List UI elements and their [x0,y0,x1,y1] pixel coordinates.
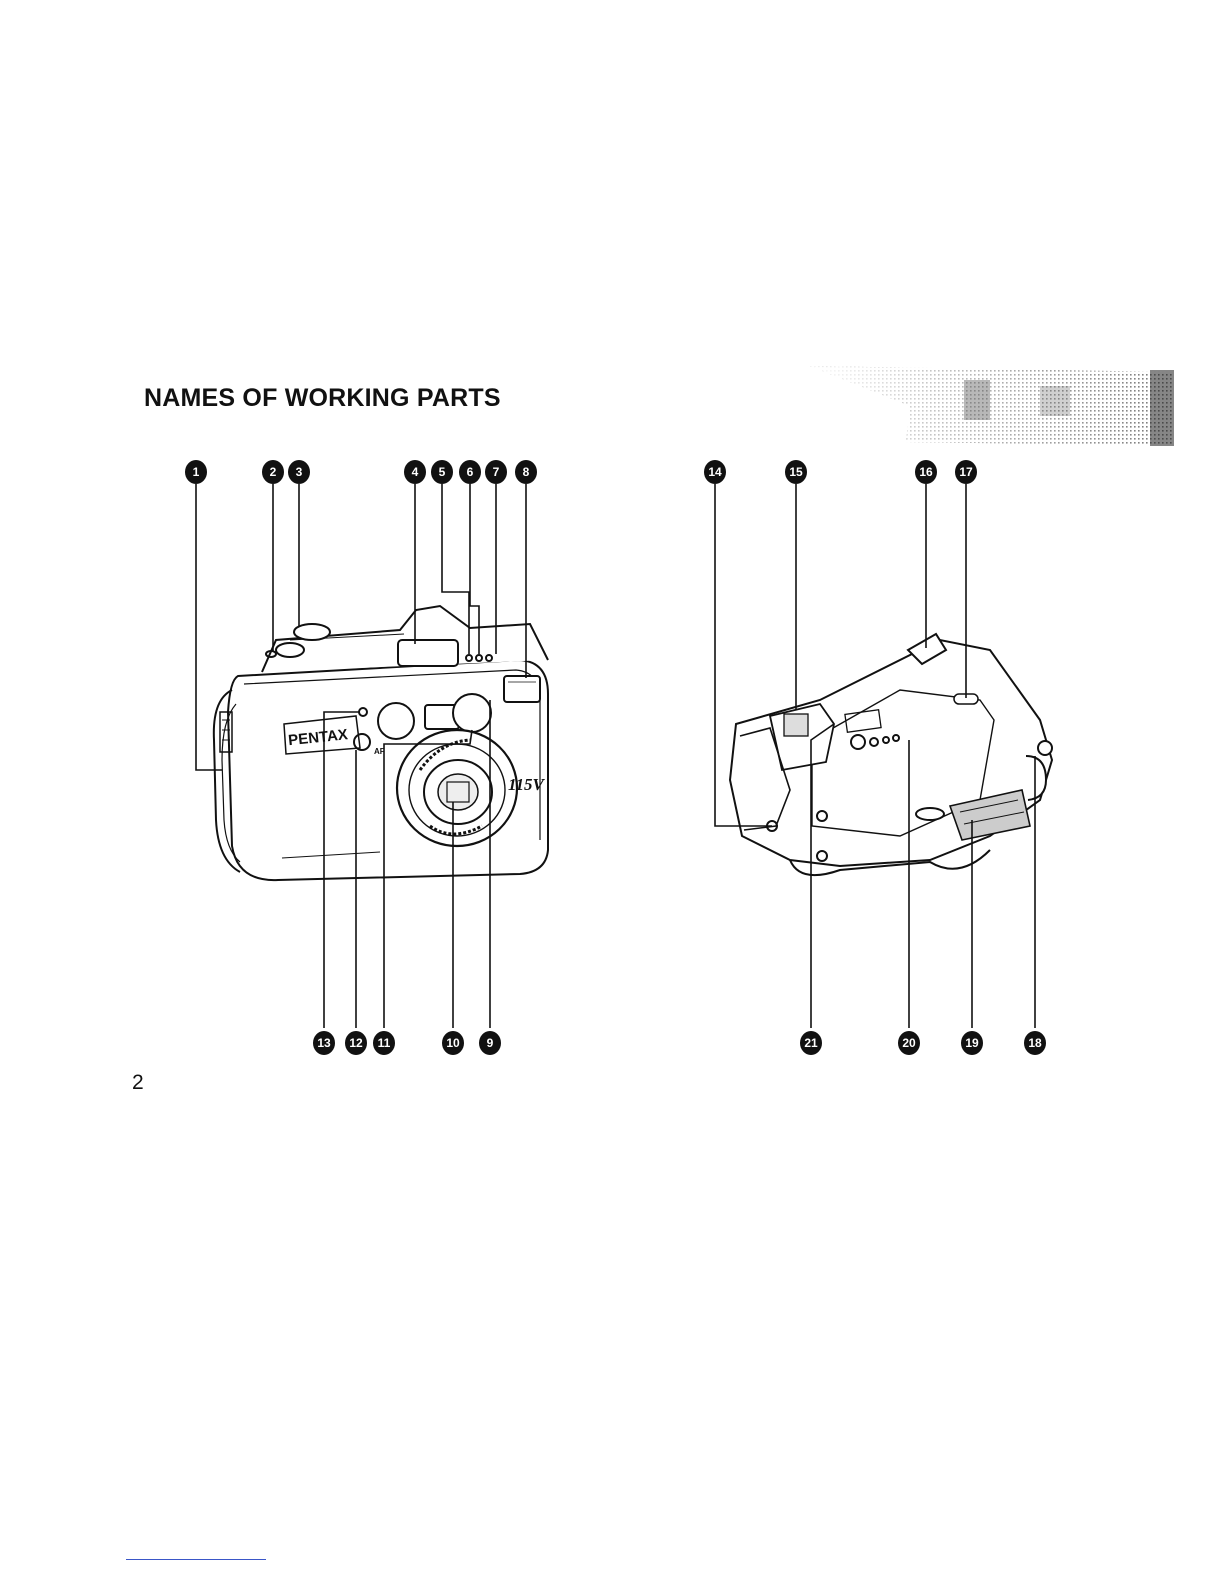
callout-12: 12 [345,1031,367,1055]
callout-7: 7 [485,460,507,484]
footer-rule [126,1559,266,1560]
callout-14: 14 [704,460,726,484]
callout-18: 18 [1024,1031,1046,1055]
callout-11: 11 [373,1031,395,1055]
callout-2: 2 [262,460,284,484]
callout-17: 17 [955,460,977,484]
callout-13: 13 [313,1031,335,1055]
callout-19: 19 [961,1031,983,1055]
callout-8: 8 [515,460,537,484]
page-number: 2 [132,1071,144,1095]
callout-5: 5 [431,460,453,484]
callout-9: 9 [479,1031,501,1055]
callout-3: 3 [288,460,310,484]
callout-21: 21 [800,1031,822,1055]
callout-15: 15 [785,460,807,484]
callout-1: 1 [185,460,207,484]
callout-20: 20 [898,1031,920,1055]
callout-10: 10 [442,1031,464,1055]
callout-16: 16 [915,460,937,484]
callout-4: 4 [404,460,426,484]
callout-6: 6 [459,460,481,484]
